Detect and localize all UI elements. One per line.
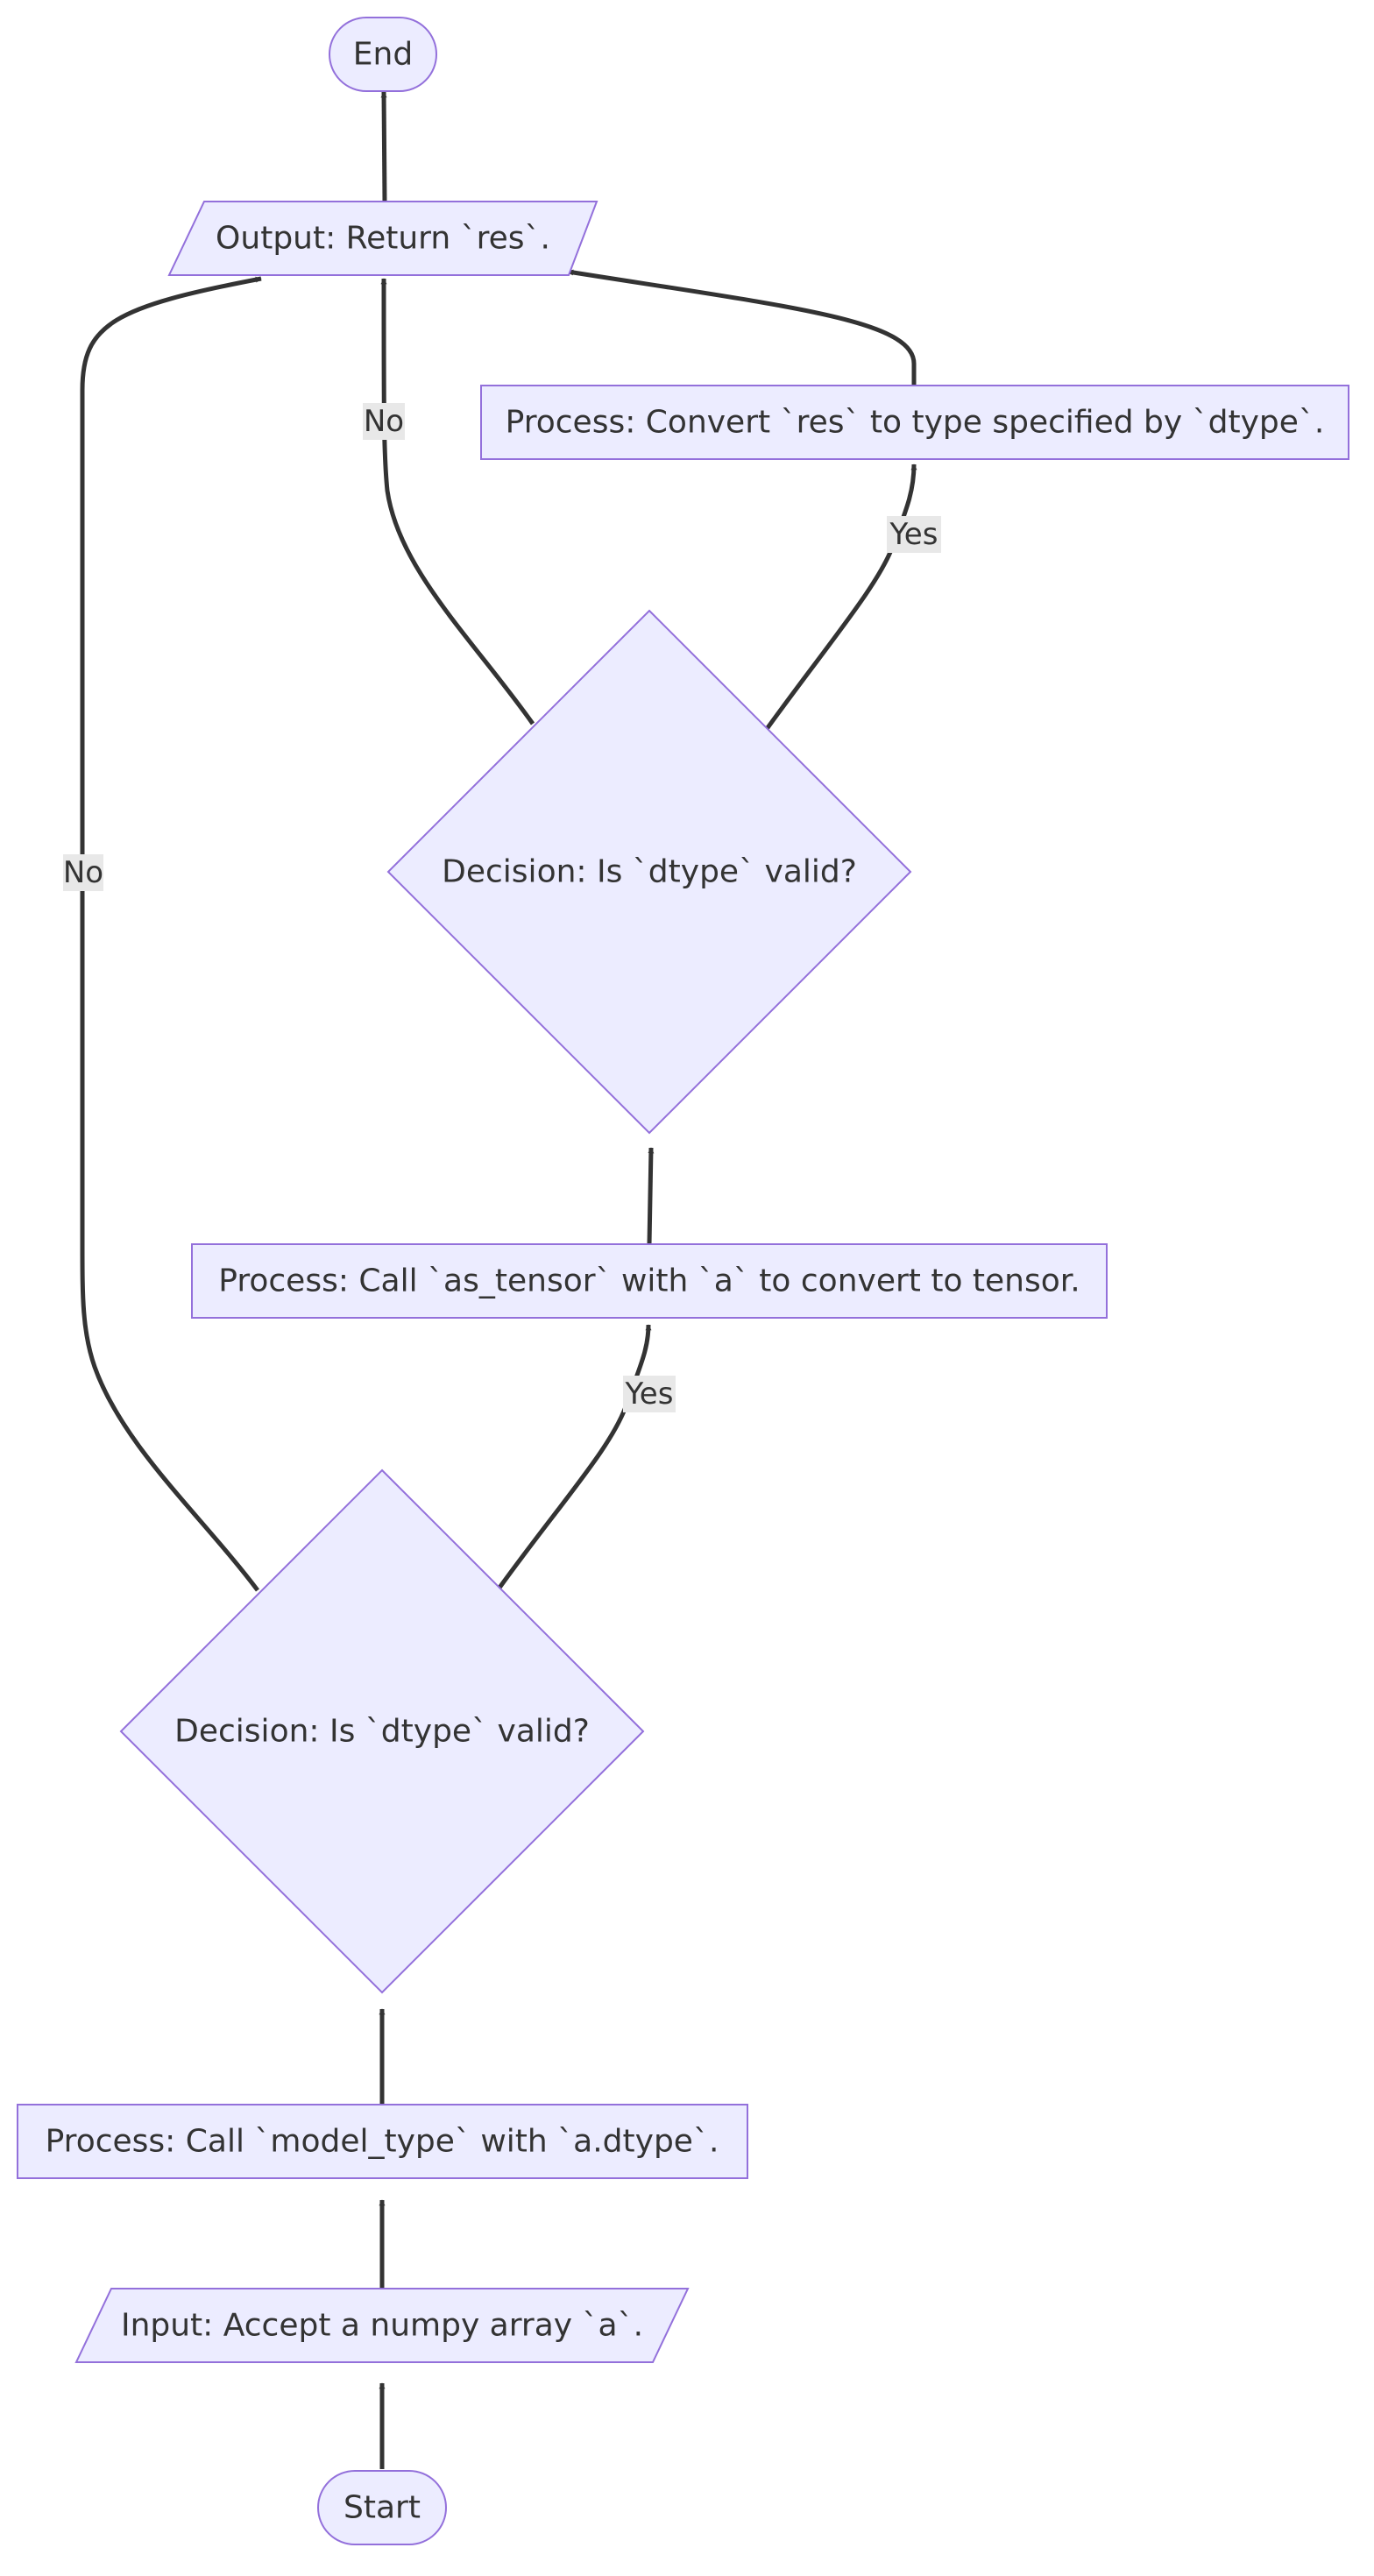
as-tensor-process-node-label: Process: Call `as_tensor` with `a` to co… xyxy=(218,1263,1080,1299)
decision2-node: Decision: Is `dtype` valid? xyxy=(386,609,912,1135)
input-node: Input: Accept a numpy array `a`. xyxy=(74,2288,690,2363)
start-node-label: Start xyxy=(344,2490,421,2526)
end-node-label: End xyxy=(353,37,413,73)
edge-label-decision2-yes: Yes xyxy=(887,516,941,553)
edge-convert-to-output xyxy=(567,269,917,386)
edge-output-to-end xyxy=(380,91,387,202)
decision1-node: Decision: Is `dtype` valid? xyxy=(119,1468,645,1994)
edge-label-decision2-no: No xyxy=(363,403,405,440)
edge-label-text: No xyxy=(364,404,404,439)
output-node-label: Output: Return `res`. xyxy=(216,221,550,257)
edge-label-decision1-yes: Yes xyxy=(623,1376,676,1412)
model-type-process-node: Process: Call `model_type` with `a.dtype… xyxy=(17,2104,748,2179)
end-node: End xyxy=(329,17,437,92)
edge-decision2-yes-to-convert xyxy=(764,464,917,731)
edge-label-text: No xyxy=(63,855,103,890)
edge-label-text: Yes xyxy=(889,517,938,552)
decision2-node-label: Decision: Is `dtype` valid? xyxy=(442,854,857,890)
edge-decision2-no-to-output xyxy=(380,278,535,725)
edge-label-text: Yes xyxy=(625,1376,674,1412)
input-node-label: Input: Accept a numpy array `a`. xyxy=(121,2308,643,2344)
edge-decision1-no-to-output xyxy=(80,276,262,1592)
as-tensor-process-node: Process: Call `as_tensor` with `a` to co… xyxy=(191,1243,1108,1319)
edge-decision1-yes-to-as-tensor xyxy=(497,1324,652,1589)
start-node: Start xyxy=(317,2470,447,2545)
edge-as-tensor-to-decision2 xyxy=(647,1147,655,1245)
edge-label-decision1-no: No xyxy=(63,854,103,891)
convert-process-node-label: Process: Convert `res` to type specified… xyxy=(506,405,1325,441)
output-node: Output: Return `res`. xyxy=(167,201,598,276)
convert-process-node: Process: Convert `res` to type specified… xyxy=(480,385,1349,460)
model-type-process-node-label: Process: Call `model_type` with `a.dtype… xyxy=(46,2124,719,2160)
decision1-node-label: Decision: Is `dtype` valid? xyxy=(174,1714,590,1750)
